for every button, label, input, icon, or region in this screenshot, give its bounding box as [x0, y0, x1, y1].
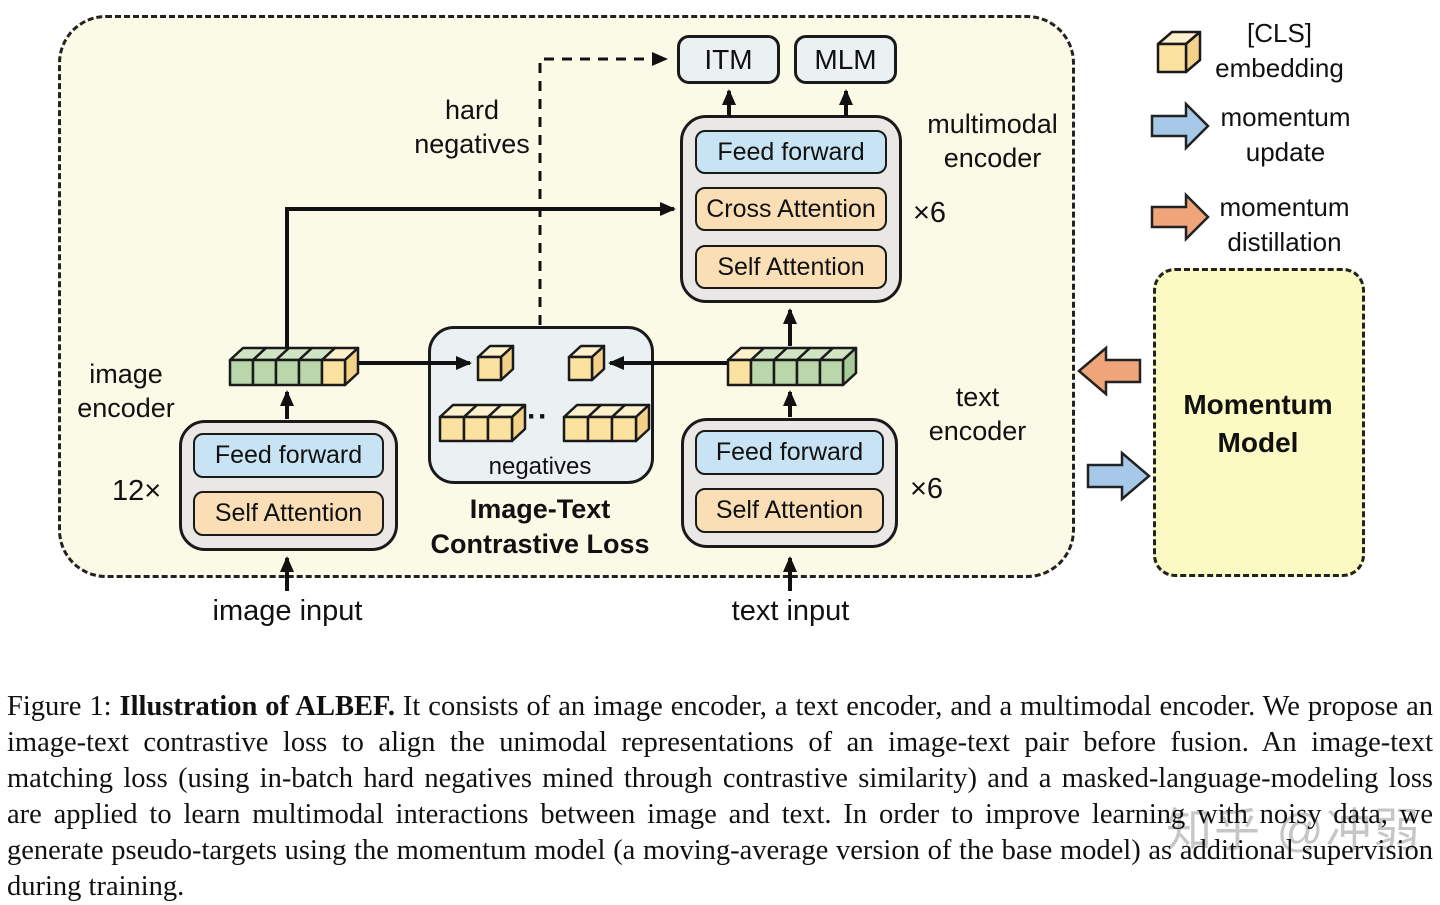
image-encoder-label-line1: image — [89, 359, 163, 389]
momentum-model-box — [1153, 268, 1365, 577]
image-encoder-multiplier: 12× — [112, 475, 162, 507]
contrastive-loss-title-line2: Contrastive Loss — [430, 529, 650, 559]
legend-momentum-distillation-line1: momentum — [1219, 192, 1350, 222]
itm-head-box: ITM — [677, 35, 780, 84]
figure-caption-label: Figure 1: — [7, 690, 120, 722]
legend-momentum-update-label: momentum update — [1208, 100, 1363, 170]
hard-negatives-label: hard negatives — [387, 93, 557, 161]
text-self-attention-label: Self Attention — [715, 496, 864, 524]
multimodal-self-attention-label: Self Attention — [717, 252, 865, 281]
text-feed-forward-label: Feed forward — [715, 438, 864, 466]
legend-momentum-update-line2: update — [1245, 137, 1326, 167]
momentum-update-arrow-icon — [1150, 100, 1210, 152]
image-feed-forward-label: Feed forward — [214, 441, 363, 469]
image-input-label: image input — [212, 595, 363, 627]
multimodal-feed-forward-label: Feed forward — [717, 137, 865, 166]
image-encoder-label-line2: encoder — [77, 393, 175, 423]
multimodal-cross-attention-layer: Cross Attention — [695, 187, 887, 231]
text-encoder-multiplier: ×6 — [910, 473, 944, 505]
contrastive-loss-title-line1: Image-Text — [469, 494, 611, 524]
hard-negatives-line1: hard — [444, 95, 500, 125]
mlm-label: MLM — [814, 43, 877, 75]
text-encoder-label-line1: text — [955, 382, 1000, 412]
watermark: 知乎 @冲弱 — [1166, 804, 1422, 856]
contrastive-loss-title: Image-Text Contrastive Loss — [420, 492, 660, 562]
negatives-ellipsis: ··· — [516, 400, 549, 433]
image-self-attention-label: Self Attention — [214, 499, 363, 527]
multimodal-encoder-label-line2: encoder — [943, 143, 1042, 173]
figure-caption: Figure 1: Illustration of ALBEF. It cons… — [7, 689, 1433, 905]
multimodal-cross-attention-label: Cross Attention — [706, 194, 876, 223]
negatives-label: negatives — [488, 453, 592, 480]
momentum-model-line1: Momentum — [1183, 389, 1333, 420]
mlm-head-box: MLM — [794, 35, 897, 84]
itm-label: ITM — [704, 43, 753, 75]
text-encoder-label-line2: encoder — [928, 416, 1027, 446]
momentum-update-to-model-arrow — [1086, 450, 1151, 502]
hard-negatives-line2: negatives — [414, 129, 530, 159]
legend-momentum-distillation-label: momentum distillation — [1202, 190, 1367, 260]
figure-caption-body: It consists of an image encoder, a text … — [7, 690, 1434, 902]
legend-momentum-distillation-line2: distillation — [1227, 227, 1342, 257]
multimodal-encoder-label-line1: multimodal — [927, 109, 1058, 139]
multimodal-self-attention-layer: Self Attention — [695, 245, 887, 289]
legend-cls-line2: embedding — [1215, 53, 1344, 83]
cls-embedding-cube-icon — [1156, 30, 1202, 74]
momentum-distillation-arrow-icon — [1150, 191, 1210, 243]
figure-caption-title: Illustration of ALBEF. — [119, 690, 395, 722]
image-self-attention-layer: Self Attention — [193, 491, 384, 536]
momentum-model-line2: Model — [1217, 427, 1299, 458]
text-encoder-label: text encoder — [895, 380, 1060, 448]
legend-momentum-update-line1: momentum — [1220, 102, 1351, 132]
multimodal-encoder-label: multimodal encoder — [905, 107, 1080, 175]
legend-cls-line1: [CLS] — [1246, 18, 1313, 48]
image-feed-forward-layer: Feed forward — [193, 433, 384, 478]
text-self-attention-layer: Self Attention — [695, 488, 884, 533]
momentum-distillation-from-model-arrow — [1077, 345, 1142, 397]
multimodal-feed-forward-layer: Feed forward — [695, 130, 887, 174]
text-input-label: text input — [731, 595, 850, 627]
momentum-model-label: Momentum Model — [1158, 386, 1358, 462]
image-encoder-label: image encoder — [46, 357, 206, 425]
legend-cls-label: [CLS] embedding — [1202, 16, 1357, 86]
text-feed-forward-layer: Feed forward — [695, 430, 884, 475]
multimodal-encoder-multiplier: ×6 — [913, 197, 947, 229]
